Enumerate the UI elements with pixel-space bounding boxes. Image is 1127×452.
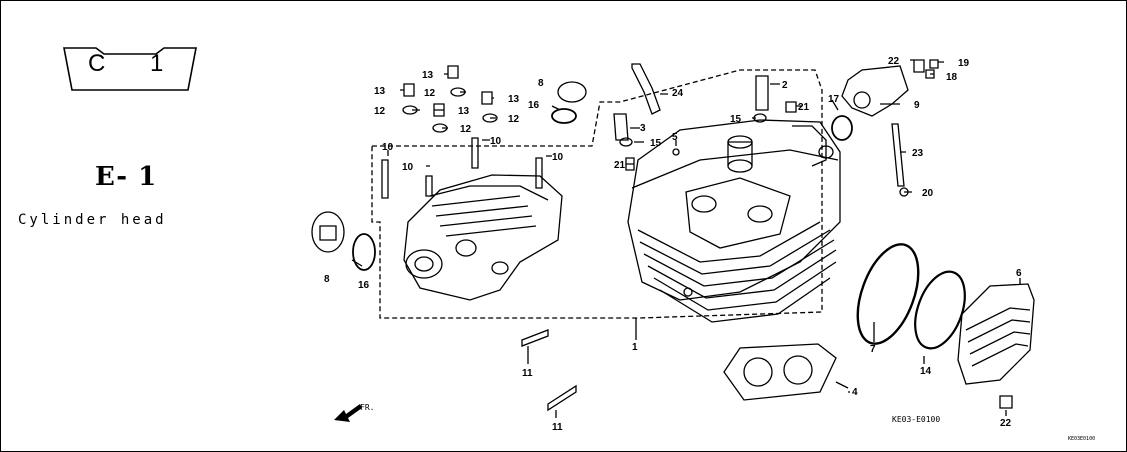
callout-11-b: 11 xyxy=(552,422,563,433)
callout-labels: 1 2 3 4 5 6 7 8 8 9 10 10 10 10 11 11 12… xyxy=(324,56,1022,433)
catalog-tag-letter: C xyxy=(88,50,106,77)
bolt-10-d xyxy=(535,157,543,189)
bolt-22-lower xyxy=(999,395,1013,409)
spark-plug xyxy=(631,63,661,115)
valve-guide-2 xyxy=(755,75,769,111)
bolt-22-upper xyxy=(913,59,925,73)
tappet-cap-8 xyxy=(311,211,345,253)
cylinder-head-block xyxy=(627,119,841,323)
callout-11-a: 11 xyxy=(522,368,533,379)
o-ring-16-upper xyxy=(551,108,577,124)
callout-19: 19 xyxy=(958,58,970,69)
bolt-10-c xyxy=(471,137,479,169)
washer-18 xyxy=(925,69,935,79)
stud-bolt-11-a xyxy=(521,329,549,347)
callout-6: 6 xyxy=(1016,268,1022,279)
callout-12-a: 12 xyxy=(374,106,386,117)
callout-13-a: 13 xyxy=(374,86,386,97)
catalog-tag-number: 1 xyxy=(150,50,164,77)
callout-18: 18 xyxy=(946,72,958,83)
callout-10-d: 10 xyxy=(552,152,564,163)
callout-10-c: 10 xyxy=(490,136,502,147)
callout-21-b: 21 xyxy=(614,160,626,171)
callout-21-a: 21 xyxy=(798,102,810,113)
cylinder-head-gasket xyxy=(723,343,837,401)
gasket-bore-right xyxy=(783,355,813,385)
callout-10-a: 10 xyxy=(382,142,394,153)
stud-bolt-23 xyxy=(891,123,905,187)
stud-bolt-11-b xyxy=(547,384,577,412)
callout-22-lower: 22 xyxy=(1000,418,1012,429)
bolt-10-b xyxy=(425,175,433,197)
bolt-10-a xyxy=(381,159,389,199)
callout-3: 3 xyxy=(640,123,646,134)
callout-7: 7 xyxy=(870,344,876,355)
diagram-drawing xyxy=(311,59,1035,418)
valve-guide-3 xyxy=(613,113,629,141)
callout-5: 5 xyxy=(672,132,678,143)
drawing-code: KE03-E0100 xyxy=(892,415,940,424)
callout-14: 14 xyxy=(920,366,932,377)
catalog-tag-badge xyxy=(63,47,197,91)
callout-23: 23 xyxy=(912,148,924,159)
gasket-bore-left xyxy=(743,357,773,387)
cap-nut-13-b xyxy=(447,65,459,79)
corner-mark: KE03E0100 xyxy=(1068,436,1095,442)
callout-16-left: 16 xyxy=(358,280,370,291)
section-info-panel: C 1 E- 1 Cylinder head xyxy=(0,0,225,452)
callout-12-c: 12 xyxy=(460,124,472,135)
callout-20: 20 xyxy=(922,188,934,199)
dowel-pin-21-b xyxy=(625,157,635,171)
callout-17: 17 xyxy=(828,94,840,105)
callout-24: 24 xyxy=(672,88,684,99)
washer-12-d xyxy=(482,113,498,123)
head-group-outline xyxy=(371,69,823,319)
tappet-cap-8-upper xyxy=(557,81,587,103)
cap-nut-13-a xyxy=(403,83,415,97)
cap-nut-13-d xyxy=(481,91,493,105)
callout-8-left: 8 xyxy=(324,274,330,285)
callout-9: 9 xyxy=(914,100,920,111)
o-ring-14 xyxy=(914,270,966,350)
front-marker-label: FR. xyxy=(360,403,374,412)
cam-holder-plate xyxy=(841,65,909,117)
callout-22-upper: 22 xyxy=(888,56,900,67)
o-ring-17 xyxy=(831,115,853,141)
cylinder-head-cover-right xyxy=(957,283,1035,385)
callout-15-b: 15 xyxy=(650,138,662,149)
front-direction-arrow: FR. xyxy=(334,403,374,422)
callout-12-b: 12 xyxy=(424,88,436,99)
head-cover-left xyxy=(403,174,563,301)
callout-13-b: 13 xyxy=(422,70,434,81)
cap-nut-13-c xyxy=(433,103,445,117)
callout-13-c: 13 xyxy=(458,106,470,117)
callout-4: 4 xyxy=(852,387,858,398)
o-ring-7 xyxy=(856,243,920,345)
callout-1: 1 xyxy=(632,342,638,353)
callout-15-a: 15 xyxy=(730,114,742,125)
callout-12-d: 12 xyxy=(508,114,520,125)
callout-16-upper: 16 xyxy=(528,100,540,111)
callout-10-b: 10 xyxy=(402,162,414,173)
callout-13-d: 13 xyxy=(508,94,520,105)
callout-8-upper: 8 xyxy=(538,78,544,89)
bolt-19 xyxy=(929,59,939,69)
section-name: Cylinder head xyxy=(18,212,167,228)
plug-5 xyxy=(672,148,680,156)
o-ring-15-b xyxy=(619,137,633,147)
o-ring-16 xyxy=(352,233,376,271)
dowel-pin-21-a xyxy=(785,101,797,113)
callout-2: 2 xyxy=(782,80,788,91)
section-code: E- 1 xyxy=(95,162,158,192)
